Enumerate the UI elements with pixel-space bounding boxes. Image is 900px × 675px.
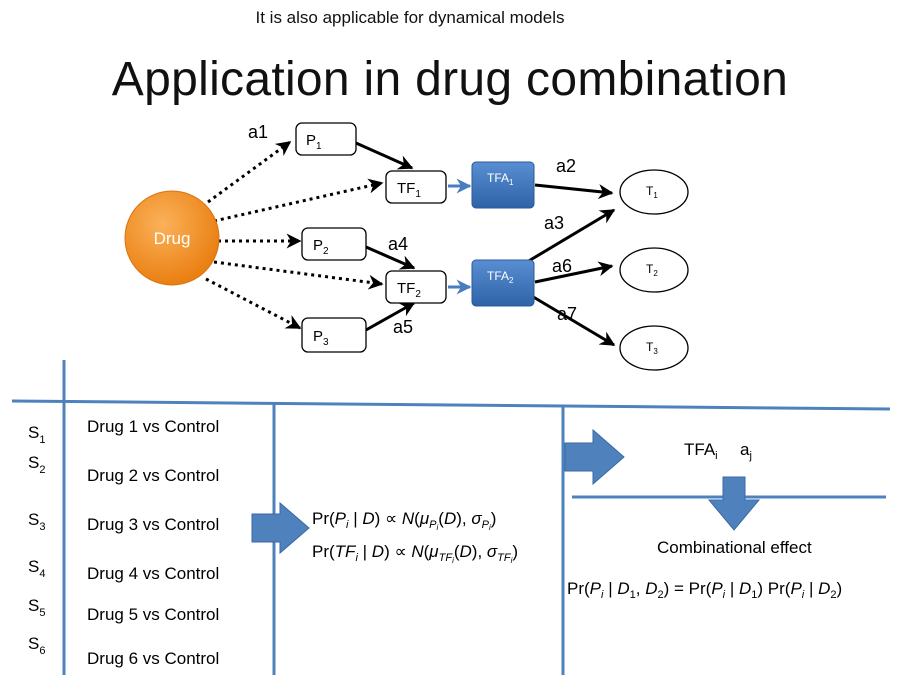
edge-label-a2: a2	[556, 156, 576, 176]
edge-p3-tf2	[365, 301, 416, 332]
svg-text:TFA2: TFA2	[487, 269, 514, 285]
tfa-node-1: TFA1	[471, 161, 535, 209]
protein-node-3: P3	[301, 317, 367, 353]
arrow-to-results	[564, 428, 625, 486]
drug-label: Drug	[154, 229, 191, 248]
edge-label-a4: a4	[388, 234, 408, 254]
protein-node-2: P2	[301, 227, 367, 261]
edge-label-a3: a3	[544, 213, 564, 233]
edge-label-a6: a6	[552, 256, 572, 276]
formula-combination: Pr(Pi | D1, D2) = Pr(Pi | D1) Pr(Pi | D2…	[567, 579, 842, 601]
svg-text:P1: P1	[306, 132, 322, 152]
sample-label-3: Drug 3 vs Control	[87, 515, 219, 534]
edge-tfa2-t2	[534, 261, 614, 284]
drug-node: Drug	[124, 190, 220, 286]
header-rule	[11, 399, 891, 411]
edge-tfa1-t1	[534, 183, 614, 200]
sample-label-1: Drug 1 vs Control	[87, 417, 219, 436]
edge-tfa2-t1	[526, 208, 616, 264]
drug-edges	[205, 140, 384, 330]
table-rules	[11, 360, 891, 675]
tf-node-1: TF1	[385, 170, 447, 204]
sample-id-6: S6	[28, 634, 45, 657]
target-node-2: T2	[619, 247, 689, 293]
sample-id-1: S1	[28, 423, 45, 446]
sample-id-5: S5	[28, 596, 45, 619]
svg-text:TF1: TF1	[397, 180, 421, 200]
edge-p2-tf2	[365, 245, 416, 270]
sample-list: S1 Drug 1 vs Control S2 Drug 2 vs Contro…	[28, 417, 219, 668]
sample-label-2: Drug 2 vs Control	[87, 466, 219, 485]
svg-text:TF2: TF2	[397, 280, 421, 300]
slide-title: Application in drug combination	[111, 53, 789, 106]
sample-label-6: Drug 6 vs Control	[87, 649, 219, 668]
edge-drug-p3	[205, 277, 302, 330]
svg-text:T2: T2	[646, 262, 658, 278]
edge-drug-tf2	[213, 260, 384, 290]
edge-label-a5: a5	[393, 317, 413, 337]
edge-tfa2-t3	[529, 293, 616, 347]
result-a: aj	[740, 440, 752, 462]
target-node-3: T3	[619, 325, 689, 371]
result-tfa: TFAi	[684, 440, 718, 462]
sample-id-3: S3	[28, 510, 45, 533]
edge-drug-p1	[207, 140, 292, 204]
svg-text:P3: P3	[313, 328, 329, 348]
svg-text:P2: P2	[313, 237, 329, 257]
arrow-to-priors	[251, 501, 310, 555]
formula-prior-p: Pr(Pi | D) ∝ N(μPi(D), σPi)	[312, 509, 496, 532]
edge-drug-tf1	[213, 178, 384, 223]
edge-p1-tf1	[355, 141, 414, 170]
protein-node-1: P1	[295, 122, 357, 156]
tf-node-2: TF2	[385, 270, 447, 304]
edge-label-a1: a1	[248, 122, 268, 142]
edge-label-a7: a7	[557, 304, 577, 324]
target-node-1: T1	[619, 169, 689, 215]
solid-edges	[355, 141, 616, 347]
formula-prior-tf: Pr(TFi | D) ∝ N(μTFi(D), σTFi)	[312, 542, 518, 565]
arrow-to-combination	[707, 476, 761, 531]
sample-label-5: Drug 5 vs Control	[87, 605, 219, 624]
sample-id-2: S2	[28, 453, 45, 476]
svg-text:TFA1: TFA1	[487, 171, 514, 187]
sample-label-4: Drug 4 vs Control	[87, 564, 219, 583]
svg-text:T3: T3	[646, 340, 658, 356]
svg-text:T1: T1	[646, 184, 658, 200]
combinational-effect-label: Combinational effect	[657, 538, 812, 557]
sample-id-4: S4	[28, 557, 45, 580]
slide-note: It is also applicable for dynamical mode…	[255, 8, 565, 27]
tfa-node-2: TFA2	[471, 259, 535, 307]
